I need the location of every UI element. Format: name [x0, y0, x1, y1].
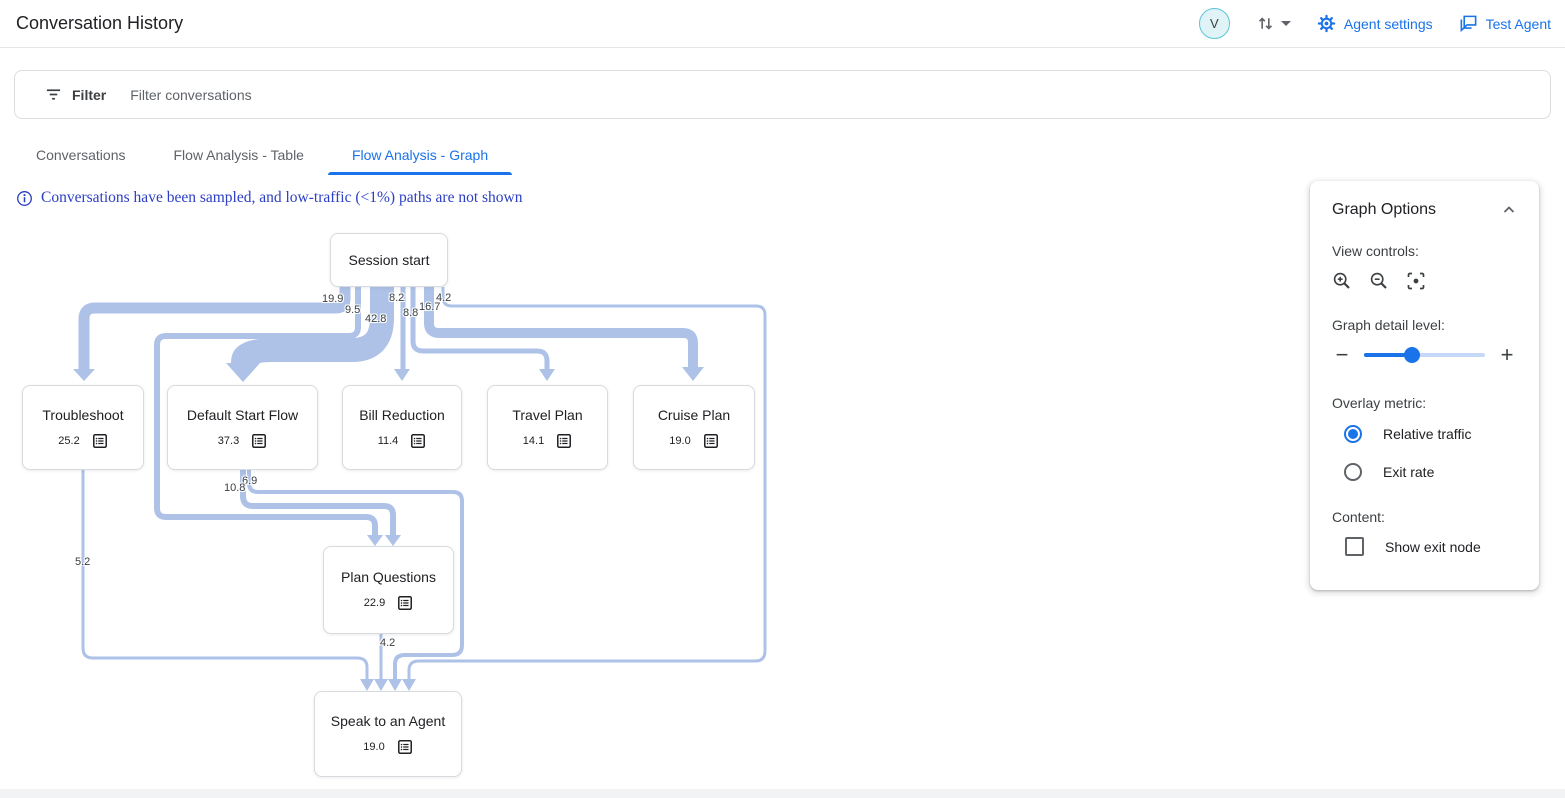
filter-button[interactable]: Filter [45, 86, 106, 103]
sampling-notice: Conversations have been sampled, and low… [16, 189, 523, 207]
edge-value-label: 5.2 [75, 556, 91, 568]
filter-bar[interactable]: Filter [14, 70, 1551, 119]
radio-relative-traffic[interactable]: Relative traffic [1344, 425, 1517, 443]
avatar[interactable]: V [1198, 8, 1230, 39]
test-agent-button[interactable]: Test Agent [1459, 14, 1551, 33]
edge-value-label: 4.2 [380, 637, 396, 649]
flow-node-default-start-flow[interactable]: Default Start Flow 37.3 [167, 385, 318, 470]
agent-settings-label: Agent settings [1343, 15, 1433, 32]
app-header: Conversation History V [0, 0, 1565, 48]
tab-flow-analysis-table[interactable]: Flow Analysis - Table [173, 147, 304, 163]
radio-label: Exit rate [1383, 464, 1435, 480]
node-title: Session start [348, 252, 430, 268]
sampling-notice-text: Conversations have been sampled, and low… [41, 189, 523, 206]
tab-flow-analysis-graph[interactable]: Flow Analysis - Graph [327, 135, 513, 175]
node-title: Speak to an Agent [330, 713, 446, 729]
avatar-initial: V [1210, 16, 1219, 31]
node-title: Default Start Flow [186, 406, 299, 423]
edge-value-label: 42.8 [365, 313, 387, 325]
chat-icon [1459, 14, 1478, 33]
node-traffic-value: 19.0 [363, 741, 385, 753]
graph-options-title: Graph Options [1332, 201, 1437, 218]
flow-node-troubleshoot[interactable]: Troubleshoot 25.2 [22, 385, 144, 470]
radio-exit-rate[interactable]: Exit rate [1344, 463, 1517, 481]
tab-conversations[interactable]: Conversations [36, 147, 126, 163]
filter-label: Filter [72, 86, 107, 103]
node-traffic-value: 19.0 [669, 434, 691, 447]
details-table-icon[interactable] [92, 433, 108, 449]
page-title: Conversation History [16, 13, 184, 33]
horizontal-scrollbar[interactable] [0, 789, 1565, 798]
filter-conversations-input[interactable] [128, 85, 733, 104]
flow-node-bill-reduction[interactable]: Bill Reduction 11.4 [342, 385, 462, 470]
detail-decrease-button[interactable]: − [1335, 342, 1349, 367]
info-icon [16, 190, 33, 207]
chevron-down-icon [1280, 21, 1291, 26]
test-agent-label: Test Agent [1485, 15, 1551, 32]
zoom-out-icon[interactable] [1369, 271, 1389, 291]
flow-node-travel-plan[interactable]: Travel Plan 14.1 [487, 385, 608, 470]
filter-icon [45, 86, 62, 103]
center-graph-icon[interactable] [1406, 271, 1426, 291]
checkbox-label: Show exit node [1385, 538, 1481, 555]
gear-icon [1317, 14, 1336, 33]
edge-value-label: 10.8 [224, 482, 246, 494]
checkbox-icon [1345, 537, 1364, 556]
radio-label: Relative traffic [1383, 426, 1472, 442]
slider-fill [1364, 353, 1413, 357]
node-title: Travel Plan [512, 406, 583, 423]
node-title: Plan Questions [341, 569, 436, 585]
node-traffic-value: 14.1 [522, 434, 545, 447]
details-table-icon[interactable] [410, 433, 426, 449]
details-table-icon[interactable] [397, 595, 413, 611]
edge-value-label: 8.2 [389, 292, 405, 304]
zoom-in-icon[interactable] [1332, 271, 1352, 291]
agent-settings-button[interactable]: Agent settings [1317, 14, 1433, 33]
flow-node-speak-to-an-agent[interactable]: Speak to an Agent 19.0 [314, 691, 462, 777]
node-title: Cruise Plan [657, 406, 731, 423]
graph-detail-control: − + [1332, 342, 1517, 367]
details-table-icon[interactable] [556, 433, 572, 449]
graph-options-panel: Graph Options View controls: [1310, 181, 1539, 590]
node-traffic-value: 37.3 [217, 434, 240, 447]
content-label: Content: [1332, 509, 1385, 525]
node-title: Troubleshoot [42, 406, 124, 423]
flow-node-session-start[interactable]: Session start [330, 233, 448, 287]
node-title: Bill Reduction [359, 406, 445, 423]
view-controls [1332, 271, 1517, 291]
collapse-panel-icon[interactable] [1501, 202, 1517, 218]
header-actions: V [1198, 0, 1551, 47]
detail-level-slider[interactable] [1364, 345, 1485, 365]
node-traffic-value: 25.2 [58, 434, 80, 447]
details-table-icon[interactable] [251, 433, 267, 449]
graph-detail-label: Graph detail level: [1332, 317, 1445, 333]
tab-bar: Conversations Flow Analysis - Table Flow… [14, 135, 513, 175]
checkbox-show-exit-node[interactable]: Show exit node [1345, 537, 1517, 556]
sort-order-control[interactable] [1256, 14, 1291, 33]
details-table-icon[interactable] [703, 433, 719, 449]
edge-value-label: 8.8 [403, 307, 419, 319]
radio-selected-icon [1344, 425, 1362, 443]
edge-value-label: 19.9 [322, 293, 344, 305]
slider-track[interactable] [1364, 353, 1485, 357]
overlay-metric-label: Overlay metric: [1332, 395, 1427, 411]
node-traffic-value: 11.4 [377, 434, 399, 447]
slider-thumb[interactable] [1404, 347, 1421, 363]
edge-value-label: 9.5 [345, 304, 361, 316]
import-export-icon [1256, 14, 1275, 33]
flow-node-cruise-plan[interactable]: Cruise Plan 19.0 [633, 385, 755, 470]
details-table-icon[interactable] [397, 739, 413, 755]
node-traffic-value: 22.9 [363, 597, 386, 609]
detail-increase-button[interactable]: + [1500, 342, 1514, 367]
flow-node-plan-questions[interactable]: Plan Questions 22.9 [323, 546, 454, 634]
view-controls-label: View controls: [1332, 243, 1419, 259]
edge-value-label: 4.2 [436, 292, 452, 304]
radio-unselected-icon [1344, 463, 1362, 481]
